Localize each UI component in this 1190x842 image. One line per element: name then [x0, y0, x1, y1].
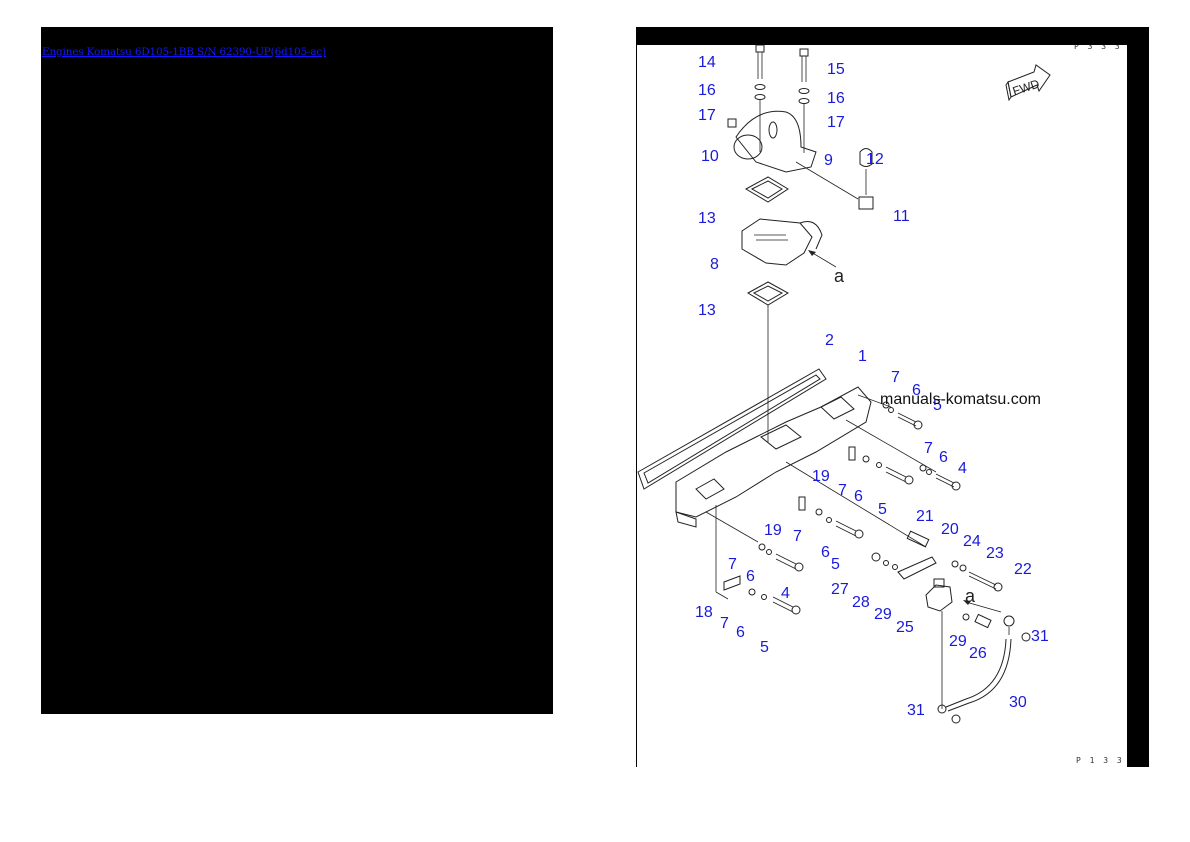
callout-c12: 12 — [866, 151, 884, 168]
bracket-19-lower — [798, 496, 806, 511]
callout-c11: 11 — [893, 208, 910, 225]
callout-c29a: 29 — [874, 606, 892, 623]
callout-c16a: 16 — [698, 82, 716, 99]
callout-c5b: 5 — [878, 501, 887, 518]
bolt-14-drawing — [754, 44, 766, 152]
callout-c1: 1 — [858, 348, 867, 365]
callout-c7c: 7 — [838, 482, 847, 499]
parts-diagram-panel: FWD P 3 3 3 0 9 — [636, 27, 1149, 767]
callout-c7b: 7 — [924, 440, 933, 457]
left-panel: Engines Komatsu 6D105-1BB S/N 62390-UP(6… — [41, 27, 553, 714]
callout-c21: 21 — [916, 508, 934, 525]
callout-c6f: 6 — [736, 624, 745, 641]
callout-c23: 23 — [986, 545, 1004, 562]
callout-c5d: 5 — [760, 639, 769, 656]
callout-c6c: 6 — [854, 488, 863, 505]
callout-c29b: 29 — [949, 633, 967, 650]
callout-c24: 24 — [963, 533, 981, 550]
callout-c7a: 7 — [891, 369, 900, 386]
callout-c13a: 13 — [698, 210, 716, 227]
callout-c16b: 16 — [827, 90, 845, 107]
callout-c20: 20 — [941, 521, 959, 538]
callout-c5a: 5 — [933, 397, 942, 414]
callout-c7e: 7 — [728, 556, 737, 573]
gasket-13-upper — [744, 176, 789, 203]
hose-30-drawing — [937, 615, 1031, 724]
callout-c5c: 5 — [831, 556, 840, 573]
callout-c6d: 6 — [821, 544, 830, 561]
watermark: manuals-komatsu.com — [880, 391, 1041, 408]
callout-c31a: 31 — [1031, 628, 1049, 645]
elbow-housing-drawing — [727, 110, 859, 200]
bolt-set-upper — [748, 401, 961, 615]
actuator-25-drawing — [925, 578, 1002, 709]
callout-c26: 26 — [969, 645, 987, 662]
callout-c28: 28 — [852, 594, 870, 611]
callout-c19a: 19 — [812, 468, 830, 485]
callout-c4b: 4 — [781, 585, 790, 602]
callout-c4a: 4 — [958, 460, 967, 477]
callout-c13b: 13 — [698, 302, 716, 319]
detail-marker-a-lower: a — [965, 586, 976, 606]
manifold-1-drawing — [675, 386, 937, 600]
callout-c31b: 31 — [907, 702, 925, 719]
bolt-15-drawing — [798, 48, 810, 153]
right-black-stripe — [1127, 45, 1149, 767]
callout-c27: 27 — [831, 581, 849, 598]
callout-c7f: 7 — [720, 615, 729, 632]
link-20-drawing — [897, 556, 937, 580]
bracket-18 — [723, 575, 741, 591]
callout-c6e: 6 — [746, 568, 755, 585]
gasket-2-drawing — [637, 368, 827, 490]
callout-c17a: 17 — [698, 107, 716, 124]
callout-c6b: 6 — [939, 449, 948, 466]
diagram-left-border — [636, 45, 637, 767]
intake-block-8-drawing — [741, 218, 837, 268]
callout-c17b: 17 — [827, 114, 845, 131]
callout-c19b: 19 — [764, 522, 782, 539]
callout-c15: 15 — [827, 61, 845, 78]
bracket-19-upper — [848, 446, 856, 461]
gasket-13-lower — [746, 281, 790, 442]
ref-code-bottom: P 1 3 3 0 1 9 — [1076, 756, 1149, 765]
callout-c2: 2 — [825, 332, 834, 349]
callout-c30: 30 — [1009, 694, 1027, 711]
parts-diagram: FWD P 3 3 3 0 9 — [637, 42, 1149, 765]
callout-c7d: 7 — [793, 528, 802, 545]
svg-text:FWD: FWD — [1011, 76, 1042, 98]
callout-c14: 14 — [698, 54, 716, 71]
callout-c9: 9 — [824, 152, 833, 169]
callout-c10: 10 — [701, 148, 719, 165]
callout-c18: 18 — [695, 604, 713, 621]
fwd-arrow-icon: FWD — [1005, 64, 1051, 102]
rod-21-drawing — [906, 530, 930, 548]
callout-c25: 25 — [896, 619, 914, 636]
top-black-bar — [636, 27, 1149, 45]
ref-code-top: P 3 3 3 0 9 — [1074, 42, 1149, 51]
callout-c6a: 6 — [912, 382, 921, 399]
sensor-12-drawing — [858, 148, 874, 210]
hardware-27-29 — [871, 552, 1003, 592]
callout-c8: 8 — [710, 256, 719, 273]
detail-marker-a-upper: a — [834, 266, 845, 286]
callout-c22: 22 — [1014, 561, 1032, 578]
title-link[interactable]: Engines Komatsu 6D105-1BB S/N 62390-UP(6… — [42, 46, 327, 58]
